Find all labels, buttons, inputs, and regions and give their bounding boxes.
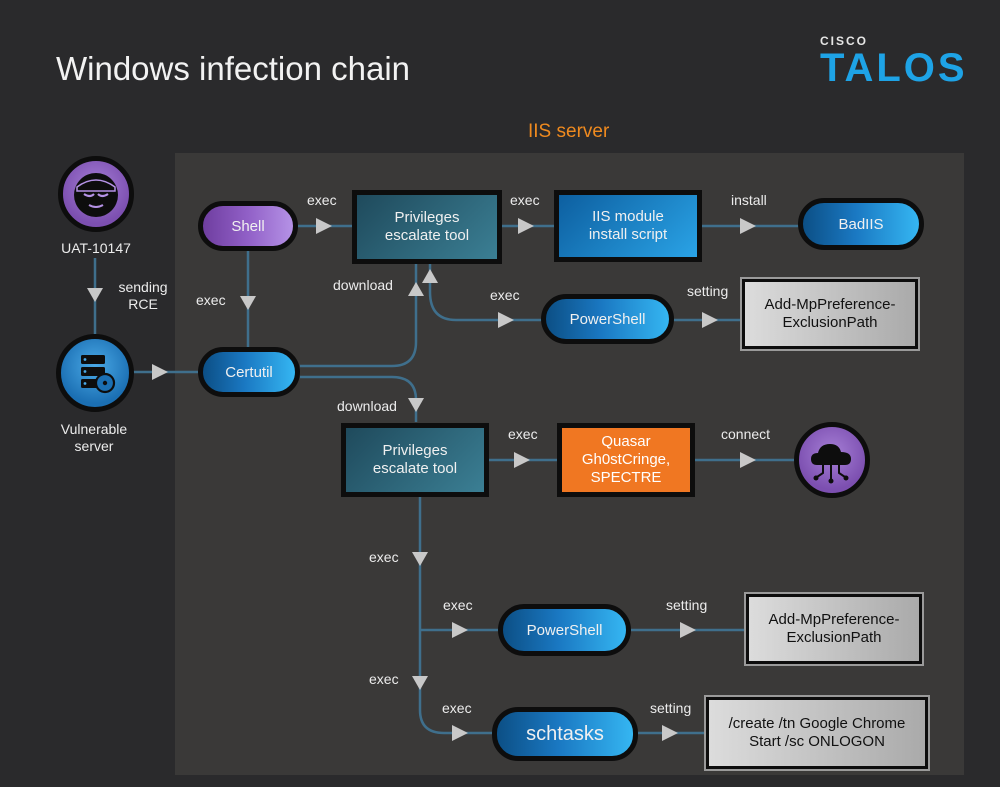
edge-label-sending-rce: sending RCE	[118, 279, 168, 312]
arrowhead	[408, 282, 424, 296]
edge-certutil-priv1	[300, 264, 418, 368]
privileges-escalate-node-2: Privileges escalate tool	[341, 423, 489, 497]
edge-label-exec: exec	[443, 597, 473, 613]
cloud-network-icon	[811, 444, 851, 484]
edge-label-setting: setting	[650, 700, 692, 716]
arrowhead	[152, 364, 168, 380]
edge-label-exec: exec	[307, 192, 337, 208]
edge-label-setting: setting	[687, 283, 729, 299]
arrowhead	[452, 622, 468, 638]
cisco-talos-logo: CISCO TALOS	[820, 34, 970, 90]
vulnerable-server-node	[56, 334, 134, 412]
exclusion-path-node-2: Add-MpPreference- ExclusionPath	[744, 592, 924, 666]
arrowhead	[518, 218, 534, 234]
quasar-payload-node: Quasar Gh0stCringe, SPECTRE	[557, 423, 695, 497]
edge-label-exec: exec	[508, 426, 538, 442]
certutil-node: Certutil	[198, 347, 300, 397]
edge-label-exec: exec	[369, 549, 399, 565]
badiis-node: BadIIS	[798, 198, 924, 250]
arrowhead	[316, 218, 332, 234]
c2-cloud-node	[794, 422, 870, 498]
edge-label-exec: exec	[196, 292, 226, 308]
edge-priv1-ps1	[428, 264, 543, 322]
logo-cisco-text: CISCO	[820, 34, 869, 48]
page-title: Windows infection chain	[56, 50, 411, 87]
arrowhead	[498, 312, 514, 328]
privileges-escalate-node-1: Privileges escalate tool	[352, 190, 502, 264]
edge-label-download: download	[333, 277, 393, 293]
edge-label-exec: exec	[490, 287, 520, 303]
arrowhead	[240, 296, 256, 310]
attacker-label: UAT-10147	[61, 240, 131, 256]
iis-module-install-node: IIS module install script	[554, 190, 702, 262]
powershell-node-2: PowerShell	[498, 604, 631, 656]
arrowhead	[412, 552, 428, 566]
arrowhead	[740, 218, 756, 234]
arrowhead	[702, 312, 718, 328]
schtasks-command-node: /create /tn Google Chrome Start /sc ONLO…	[704, 695, 930, 771]
powershell-node-1: PowerShell	[541, 294, 674, 344]
exclusion-path-node-1: Add-MpPreference- ExclusionPath	[740, 277, 920, 351]
arrowhead	[452, 725, 468, 741]
arrowhead	[87, 288, 103, 302]
edge-label-exec: exec	[442, 700, 472, 716]
arrowhead	[680, 622, 696, 638]
arrowhead	[740, 452, 756, 468]
edge-label-connect: connect	[721, 426, 771, 442]
edge-priv2-down	[418, 495, 494, 735]
edge-label-setting: setting	[666, 597, 708, 613]
edge-label-download: download	[337, 398, 397, 414]
edge-label-install: install	[731, 192, 767, 208]
arrowhead	[662, 725, 678, 741]
edge-label-exec: exec	[510, 192, 540, 208]
arrowhead	[514, 452, 530, 468]
server-label: Vulnerable server	[60, 421, 128, 454]
shell-node: Shell	[198, 201, 298, 251]
attacker-node	[58, 156, 134, 232]
arrowhead	[408, 398, 424, 412]
logo-talos-text: TALOS	[820, 46, 968, 90]
hacker-icon	[74, 173, 118, 217]
region-label: IIS server	[528, 121, 610, 142]
arrowhead	[422, 269, 438, 283]
edge-label-exec: exec	[369, 671, 399, 687]
arrowhead	[412, 676, 428, 690]
schtasks-node: schtasks	[492, 707, 638, 761]
server-biohazard-icon	[81, 355, 116, 394]
